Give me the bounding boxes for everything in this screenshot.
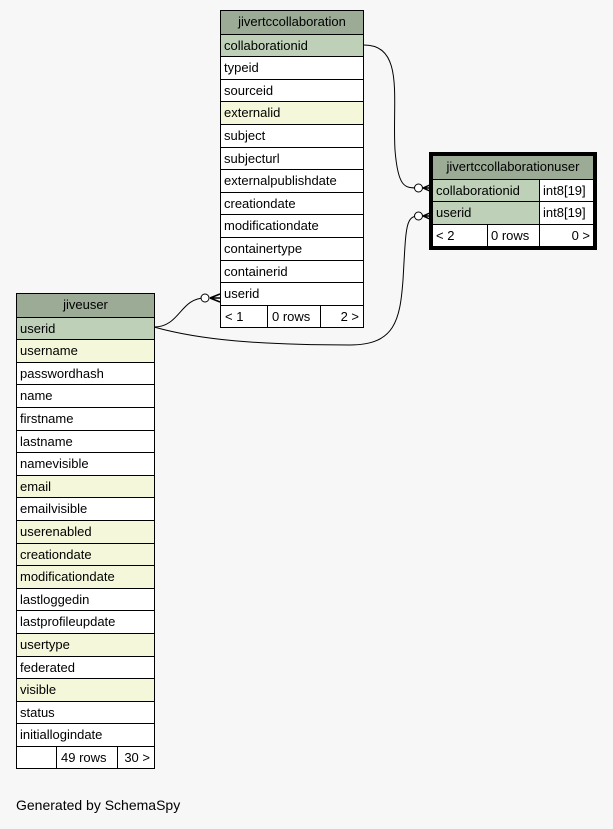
column-row[interactable]: usertype bbox=[17, 632, 154, 656]
row-count: 0 rows bbox=[267, 305, 320, 328]
column-row[interactable]: collaborationid int8[19] bbox=[433, 178, 593, 202]
column-row[interactable]: containertype bbox=[221, 236, 363, 260]
edge-user-collabuser bbox=[153, 215, 419, 346]
table-footer: < 2 0 rows 0 > bbox=[433, 223, 593, 247]
edge-user-collab-optional-marker bbox=[200, 293, 210, 303]
column-row[interactable]: externalid bbox=[221, 101, 363, 124]
column-row[interactable]: lastprofileupdate bbox=[17, 610, 154, 633]
column-row[interactable]: status bbox=[17, 700, 154, 724]
children-link[interactable]: 2 > bbox=[320, 305, 363, 328]
column-row[interactable]: creationdate bbox=[221, 191, 363, 215]
table-jivertccollaborationuser[interactable]: jivertccollaborationuser collaborationid… bbox=[429, 152, 597, 251]
column-row[interactable]: name bbox=[17, 384, 154, 407]
column-row[interactable]: lastname bbox=[17, 429, 154, 453]
table-title[interactable]: jivertccollaboration bbox=[221, 11, 363, 34]
column-row[interactable]: modificationdate bbox=[17, 565, 154, 588]
table-jiveuser[interactable]: jiveuser userid username passwordhash na… bbox=[16, 293, 155, 770]
table-jivertccollaboration[interactable]: jivertccollaboration collaborationid typ… bbox=[220, 10, 364, 329]
column-row[interactable]: userid bbox=[17, 316, 154, 340]
column-row[interactable]: userenabled bbox=[17, 519, 154, 543]
column-row[interactable]: sourceid bbox=[221, 78, 363, 102]
column-row[interactable]: creationdate bbox=[17, 542, 154, 566]
generated-by-label: Generated by SchemaSpy bbox=[16, 797, 181, 813]
column-row[interactable]: modificationdate bbox=[221, 214, 363, 237]
edge-collaborationid-optional-marker bbox=[414, 183, 423, 193]
column-row[interactable]: containerid bbox=[221, 259, 363, 283]
children-link[interactable]: 30 > bbox=[117, 746, 154, 769]
column-row[interactable]: userid int8[19] bbox=[433, 201, 593, 224]
column-row[interactable]: userid bbox=[221, 282, 363, 305]
column-row[interactable]: externalpublishdate bbox=[221, 169, 363, 192]
row-count: 0 rows bbox=[487, 224, 539, 247]
column-type: int8[19] bbox=[539, 179, 593, 202]
parents-link[interactable]: < 1 bbox=[225, 308, 244, 324]
column-row[interactable]: subject bbox=[221, 123, 363, 147]
column-row[interactable]: passwordhash bbox=[17, 361, 154, 385]
column-row[interactable]: firstname bbox=[17, 406, 154, 430]
table-footer: 49 rows 30 > bbox=[17, 745, 154, 769]
column-row[interactable]: collaborationid bbox=[221, 33, 363, 57]
column-row[interactable]: username bbox=[17, 339, 154, 362]
column-row[interactable]: lastloggedin bbox=[17, 587, 154, 611]
column-row[interactable]: federated bbox=[17, 655, 154, 679]
column-row[interactable]: visible bbox=[17, 678, 154, 701]
parents-link[interactable]: < 2 bbox=[436, 227, 455, 243]
column-row[interactable]: subjecturl bbox=[221, 146, 363, 170]
parents-link[interactable] bbox=[17, 747, 56, 769]
column-name[interactable]: collaborationid bbox=[433, 179, 539, 202]
column-name[interactable]: userid bbox=[433, 202, 539, 224]
column-row[interactable]: namevisible bbox=[17, 452, 154, 475]
column-row[interactable]: emailvisible bbox=[17, 497, 154, 520]
table-title[interactable]: jivertccollaborationuser bbox=[446, 159, 580, 174]
edge-user-collab-crowfoot bbox=[209, 293, 221, 303]
row-count: 49 rows bbox=[56, 746, 117, 769]
column-type: int8[19] bbox=[539, 202, 593, 224]
table-title-row: jivertccollaborationuser bbox=[433, 156, 593, 179]
column-row[interactable]: initiallogindate bbox=[17, 723, 154, 746]
table-title[interactable]: jiveuser bbox=[17, 294, 154, 317]
table-footer: < 1 0 rows 2 > bbox=[221, 304, 363, 328]
column-row[interactable]: email bbox=[17, 474, 154, 498]
edge-user-collab bbox=[153, 297, 206, 328]
edge-collaborationid bbox=[363, 44, 419, 189]
children-link[interactable]: 0 > bbox=[539, 224, 593, 247]
column-row[interactable]: typeid bbox=[221, 56, 363, 79]
edge-user-collabuser-optional-marker bbox=[414, 211, 423, 221]
